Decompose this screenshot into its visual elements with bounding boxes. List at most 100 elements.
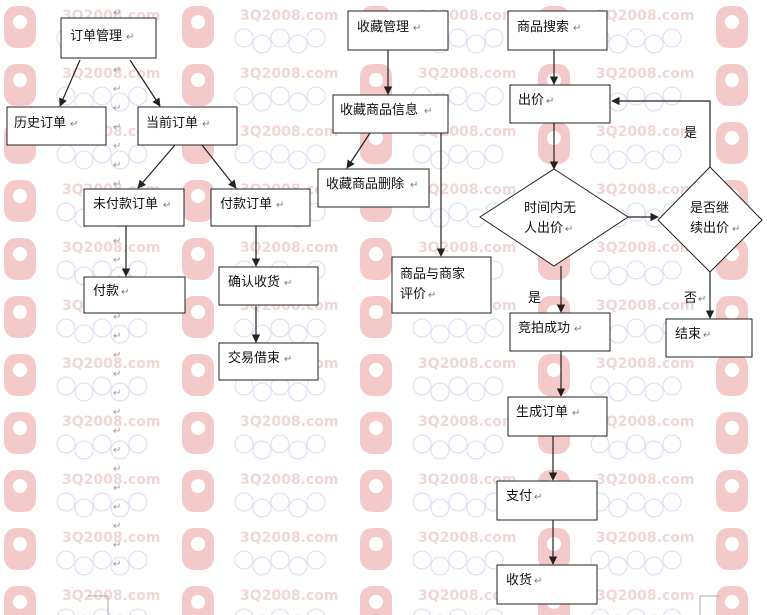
watermark-tile: 3Q2008.com [360, 412, 516, 460]
watermark-ring-icon [56, 434, 76, 454]
watermark-ring-icon [412, 550, 432, 570]
watermark-ring-icon [306, 86, 326, 106]
node-order-history: 历史订单 ↵ [6, 106, 107, 146]
watermark-ring-icon [110, 498, 130, 518]
watermark-ring-icon [608, 440, 628, 460]
watermark-ring-icon [252, 34, 272, 54]
watermark-ring-icon [234, 28, 254, 48]
watermark-ring-icon [644, 34, 664, 54]
para-mark: ↵ [574, 324, 582, 335]
watermark-logo-inner [725, 421, 739, 435]
watermark-ring-icon [412, 318, 432, 338]
node-bid: 出价 ↵ [509, 84, 611, 124]
watermark-ring-icon [608, 34, 628, 54]
watermark-tile: 3Q2008.com [4, 238, 160, 286]
watermark-text: 3Q2008.com [240, 472, 338, 488]
watermark-ring-icon [448, 144, 468, 164]
watermark-ring-icon [306, 434, 326, 454]
watermark-ring-icon [128, 550, 148, 570]
para-mark: ↵ [546, 96, 554, 107]
node-bid-label: 出价 [518, 93, 544, 108]
watermark-ring-icon [270, 318, 290, 338]
watermark-ring-icon [626, 260, 646, 280]
watermark-ring-icon [74, 324, 94, 344]
watermark-ring-icon [412, 434, 432, 454]
para-mark: ↵ [113, 312, 121, 323]
watermark-logo-inner [369, 305, 383, 319]
node-search-label: 商品搜索 [517, 20, 569, 35]
watermark-ring-icon [128, 144, 148, 164]
watermark-logo-inner [13, 363, 27, 377]
watermark-tile: 3Q2008.com [182, 470, 338, 518]
watermark-text: 3Q2008.com [62, 356, 160, 372]
edge-continue-yes-to-bid [611, 96, 711, 167]
watermark-logo-inner [191, 421, 205, 435]
watermark-ring-icon [590, 434, 610, 454]
node-order-mgmt: 订单管理 ↵ [60, 17, 157, 59]
watermark-logo-inner [369, 73, 383, 87]
watermark-logo-inner [191, 247, 205, 261]
watermark-ring-icon [484, 144, 504, 164]
node-rate-label-line1: 商品与商家 [400, 266, 465, 282]
watermark-ring-icon [412, 376, 432, 396]
watermark-logo-inner [369, 537, 383, 551]
watermark-ring-icon [608, 382, 628, 402]
watermark-logo-inner [725, 595, 739, 609]
watermark-ring-icon [626, 144, 646, 164]
watermark-logo-inner [725, 15, 739, 29]
edge-current-to-unpaid [137, 144, 176, 189]
watermark-text: 3Q2008.com [596, 8, 694, 24]
watermark-ring-icon [448, 492, 468, 512]
watermark-text: 3Q2008.com [240, 124, 338, 140]
para-mark: ↵ [113, 141, 121, 152]
watermark-ring-icon [484, 28, 504, 48]
watermark-text: 3Q2008.com [240, 414, 338, 430]
watermark-ring-icon [288, 440, 308, 460]
watermark-ring-icon [234, 144, 254, 164]
para-mark: ↵ [163, 200, 171, 211]
watermark-tile: 3Q2008.com [360, 238, 516, 286]
watermark-ring-icon [234, 550, 254, 570]
watermark-ring-icon [662, 260, 682, 280]
para-mark: ↵ [113, 179, 121, 190]
watermark-ring-icon [626, 376, 646, 396]
watermark-ring-icon [466, 324, 486, 344]
watermark-logo-inner [725, 131, 739, 145]
watermark-ring-icon [74, 556, 94, 576]
node-pay-label: 付款 [93, 284, 119, 299]
watermark-ring-icon [234, 608, 254, 615]
watermark-ring-icon [466, 382, 486, 402]
watermark-text: 3Q2008.com [418, 530, 516, 546]
watermark-ring-icon [74, 382, 94, 402]
watermark-logo-inner [369, 421, 383, 435]
decision-no-bid: 时间内无 人出价 ↵ [479, 168, 629, 267]
watermark-ring-icon [448, 318, 468, 338]
watermark-ring-icon [288, 150, 308, 170]
watermark-logo-inner [13, 305, 27, 319]
watermark-ring-icon [56, 376, 76, 396]
watermark-logo-inner [725, 363, 739, 377]
watermark-ring-icon [662, 608, 682, 615]
para-mark: ↵ [534, 576, 542, 587]
watermark-logo-inner [13, 421, 27, 435]
watermark-ring-icon [626, 318, 646, 338]
para-mark: ↵ [113, 502, 121, 513]
node-order-mgmt-label: 订单管理 [70, 29, 122, 44]
nodes: 订单管理 ↵ 历史订单 ↵ 当前订单 ↵ 未付款订单 ↵ 付款订单 ↵ 付款 ↵ [6, 10, 763, 605]
watermark-ring-icon [662, 550, 682, 570]
watermark-ring-icon [590, 144, 610, 164]
watermark-ring-icon [430, 324, 450, 344]
watermark-logo-inner [191, 537, 205, 551]
watermark-ring-icon [644, 324, 664, 344]
para-mark: ↵ [424, 106, 432, 117]
para-mark: ↵ [573, 23, 581, 34]
watermark-ring-icon [306, 550, 326, 570]
watermark-tile: 3Q2008.com [182, 64, 338, 112]
node-payment: 支付 ↵ [496, 480, 598, 521]
watermark-tile: 3Q2008.com [716, 586, 748, 615]
watermark-text: 3Q2008.com [596, 356, 694, 372]
watermark-logo-inner [369, 595, 383, 609]
watermark-ring-icon [92, 550, 112, 570]
watermark-text: 3Q2008.com [418, 472, 516, 488]
para-mark: ↵ [113, 331, 121, 342]
